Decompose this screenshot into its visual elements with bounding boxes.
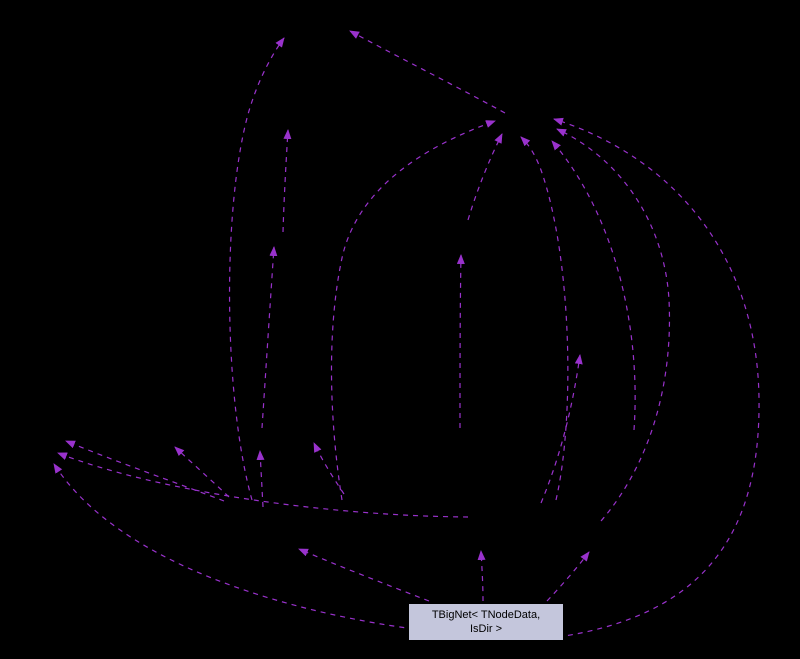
graph-edge-15 (174, 446, 230, 498)
class-node-tbignet[interactable]: TBigNet< TNodeData, IsDir > (408, 603, 564, 641)
class-node-label-line1: TBigNet< TNodeData, (431, 609, 541, 621)
graph-edge-10 (553, 117, 760, 638)
graph-edge-8 (520, 136, 569, 501)
graph-edge-3 (261, 246, 278, 429)
graph-edge-18 (477, 550, 486, 602)
graph-edge-5 (540, 354, 583, 504)
graph-edge-2 (282, 129, 292, 233)
graph-edge-7 (467, 133, 503, 221)
graph-edge-19 (298, 548, 430, 602)
graph-edge-4 (456, 254, 465, 429)
graph-edge-14 (53, 463, 415, 630)
graph-edge-0 (228, 37, 285, 501)
graph-edge-17 (313, 442, 345, 495)
graph-edge-13 (57, 452, 469, 518)
class-node-label-line2: IsDir > (469, 623, 503, 635)
edges-layer (53, 30, 760, 638)
graph-edge-20 (546, 551, 590, 602)
graph-edge-9 (551, 140, 636, 431)
graph-edge-1 (349, 30, 506, 114)
graph-edge-6 (330, 120, 496, 501)
graph-edge-12 (65, 440, 225, 502)
graph-edge-16 (256, 450, 265, 508)
graph-edge-11 (556, 128, 671, 522)
